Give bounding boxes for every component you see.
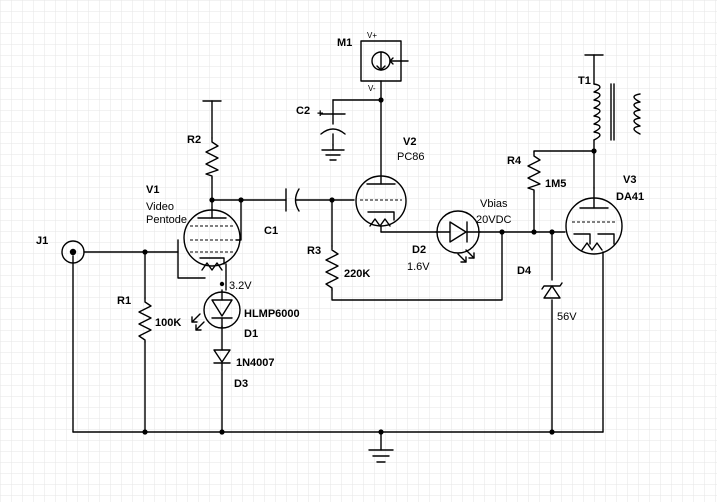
m1-meter-icon (360, 40, 409, 101)
vbias-line1: Vbias (480, 198, 508, 210)
d4-voltage: 56V (557, 311, 577, 323)
d1-voltage: 3.2V (229, 280, 252, 292)
j1-label: J1 (36, 235, 48, 247)
d3-label: D3 (234, 378, 248, 390)
r2-resistor-icon (205, 137, 219, 179)
v1-desc-line1: Video (146, 201, 174, 213)
d2-voltage: 1.6V (407, 261, 430, 273)
c2-label: C2 (296, 105, 310, 117)
v3-part: DA41 (616, 191, 644, 203)
d1-led-icon (191, 289, 241, 331)
v3-label: V3 (623, 174, 636, 186)
r1-value: 100K (155, 317, 181, 329)
v2-part: PC86 (397, 151, 425, 163)
vbias-line2: 20VDC (476, 214, 512, 226)
j1-connector-icon (61, 240, 85, 264)
v2-label: V2 (403, 136, 416, 148)
d2-led-icon (435, 210, 481, 263)
r1-label: R1 (117, 295, 131, 307)
v2-tube-icon (355, 175, 407, 227)
d1-label: D1 (244, 328, 258, 340)
d3-part: 1N4007 (236, 357, 275, 369)
v1-label: V1 (146, 184, 159, 196)
v1-tube-icon (183, 207, 241, 271)
r3-resistor-icon (325, 245, 339, 291)
r3-label: R3 (307, 245, 321, 257)
t1-transformer-icon (593, 83, 641, 141)
t1-label: T1 (578, 75, 591, 87)
c1-label: C1 (264, 225, 278, 237)
ground-symbol-c2 (321, 144, 345, 161)
r1-resistor-icon (138, 297, 152, 343)
r3-value: 220K (344, 268, 370, 280)
m1-label: M1 (337, 37, 352, 49)
m1-vminus-label: V- (368, 84, 376, 93)
r4-label: R4 (507, 155, 522, 167)
d4-zener-icon (541, 282, 563, 299)
r4-value: 1M5 (545, 178, 566, 190)
d2-label: D2 (412, 244, 426, 256)
c2-capacitor-icon (320, 113, 346, 135)
r4-resistor-icon (527, 151, 541, 193)
d1-part: HLMP6000 (244, 308, 300, 320)
c2-polarity: + (317, 108, 323, 120)
m1-vplus-label: V+ (367, 31, 377, 40)
d4-label: D4 (517, 265, 532, 277)
d3-diode-icon (213, 349, 231, 371)
v1-desc-line2: Pentode (146, 214, 187, 226)
c1-capacitor-icon (285, 188, 300, 212)
wires (72, 54, 604, 433)
r2-label: R2 (187, 134, 201, 146)
v3-tube-icon (565, 187, 623, 255)
ground-symbol-main (368, 431, 394, 463)
